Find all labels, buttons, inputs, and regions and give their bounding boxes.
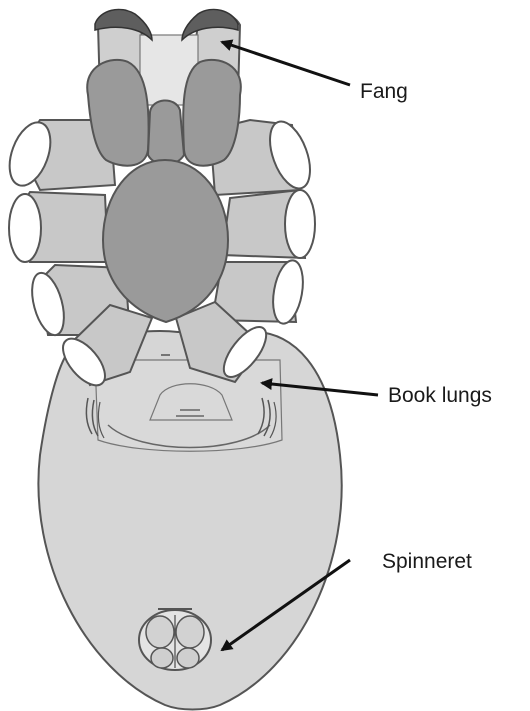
labium	[148, 100, 184, 164]
fang-annotation: Fang	[222, 42, 408, 103]
spinneret-label: Spinneret	[382, 550, 472, 573]
pedipalp-right	[183, 60, 241, 166]
leg-right-2	[222, 190, 315, 258]
leg-left-2	[9, 192, 108, 262]
spinneret	[139, 609, 211, 670]
fang-label: Fang	[360, 80, 408, 103]
book-lungs-label: Book lungs	[388, 384, 492, 407]
